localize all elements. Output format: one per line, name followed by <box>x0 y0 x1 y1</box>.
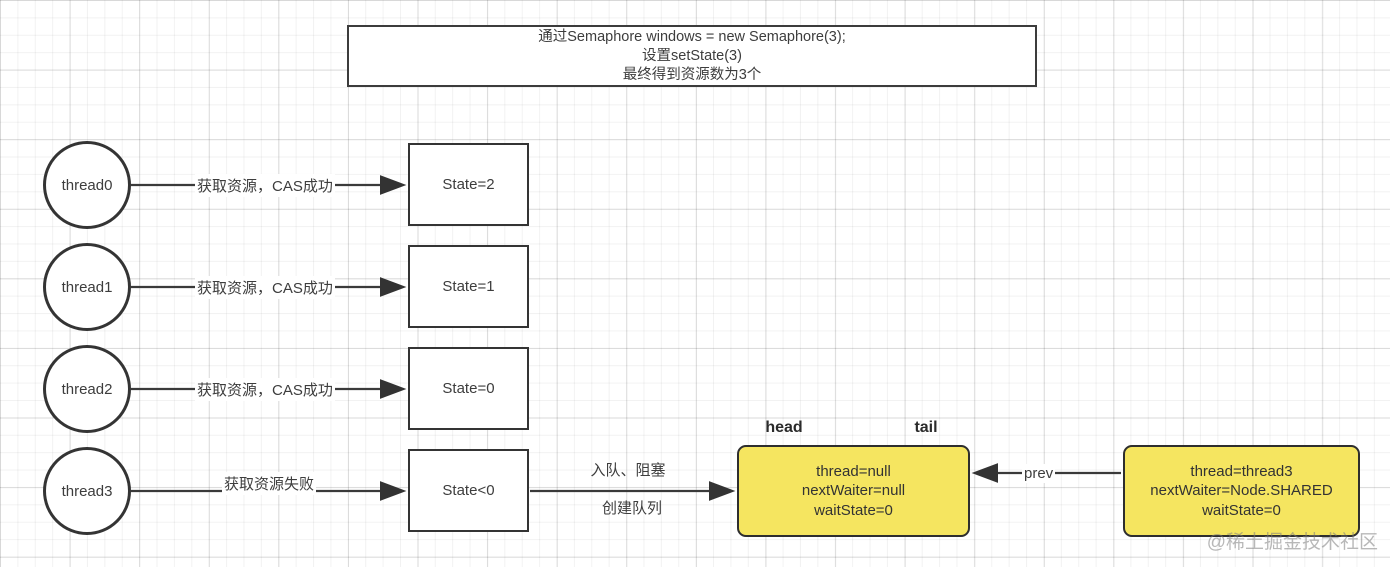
state-box-1: State=1 <box>408 245 529 328</box>
queue-head-node: thread=null nextWaiter=null waitState=0 <box>737 445 970 537</box>
tail-node-thread: thread=thread3 <box>1190 462 1293 480</box>
thread-node-0-label: thread0 <box>61 176 113 194</box>
title-line-3: 最终得到资源数为3个 <box>622 66 762 83</box>
state-box-0-label: State=2 <box>442 176 495 193</box>
head-pointer-label: head <box>765 419 803 436</box>
title-line-2: 设置setState(3) <box>642 47 742 64</box>
thread-node-0: thread0 <box>43 141 131 229</box>
thread-node-3: thread3 <box>43 447 131 535</box>
edge-label-2: 获取资源，CAS成功 <box>195 378 335 401</box>
tail-node-next-waiter: nextWaiter=Node.SHARED <box>1150 482 1333 500</box>
edge-label-0: 获取资源，CAS成功 <box>195 174 335 197</box>
state-box-2: State=0 <box>408 347 529 430</box>
enqueue-label-line-2: 创建队列 <box>601 500 662 517</box>
thread-node-2: thread2 <box>43 345 131 433</box>
queue-tail-node: thread=thread3 nextWaiter=Node.SHARED wa… <box>1123 445 1360 537</box>
head-node-thread: thread=null <box>816 462 891 480</box>
thread-node-1: thread1 <box>43 243 131 331</box>
thread-node-2-label: thread2 <box>61 380 113 398</box>
tail-pointer-label: tail <box>914 419 938 436</box>
enqueue-label-line-1: 入队、阻塞 <box>590 462 666 479</box>
thread-node-3-label: thread3 <box>61 482 113 500</box>
edge-label-1: 获取资源，CAS成功 <box>195 276 335 299</box>
state-box-1-label: State=1 <box>442 278 495 295</box>
head-node-wait-state: waitState=0 <box>814 501 893 519</box>
state-box-3: State<0 <box>408 449 529 532</box>
watermark: @稀土掘金技术社区 <box>1206 532 1378 553</box>
head-node-next-waiter: nextWaiter=null <box>801 482 906 500</box>
prev-edge-label: prev <box>1022 464 1056 483</box>
tail-node-wait-state: waitState=0 <box>1202 501 1281 519</box>
state-box-2-label: State=0 <box>442 380 495 397</box>
title-box: 通过Semaphore windows = new Semaphore(3); … <box>347 25 1037 87</box>
thread-node-1-label: thread1 <box>61 278 113 296</box>
title-line-1: 通过Semaphore windows = new Semaphore(3); <box>538 28 846 45</box>
state-box-0: State=2 <box>408 143 529 226</box>
edge-label-3: 获取资源失败 <box>222 472 317 495</box>
state-box-3-label: State<0 <box>442 482 495 499</box>
